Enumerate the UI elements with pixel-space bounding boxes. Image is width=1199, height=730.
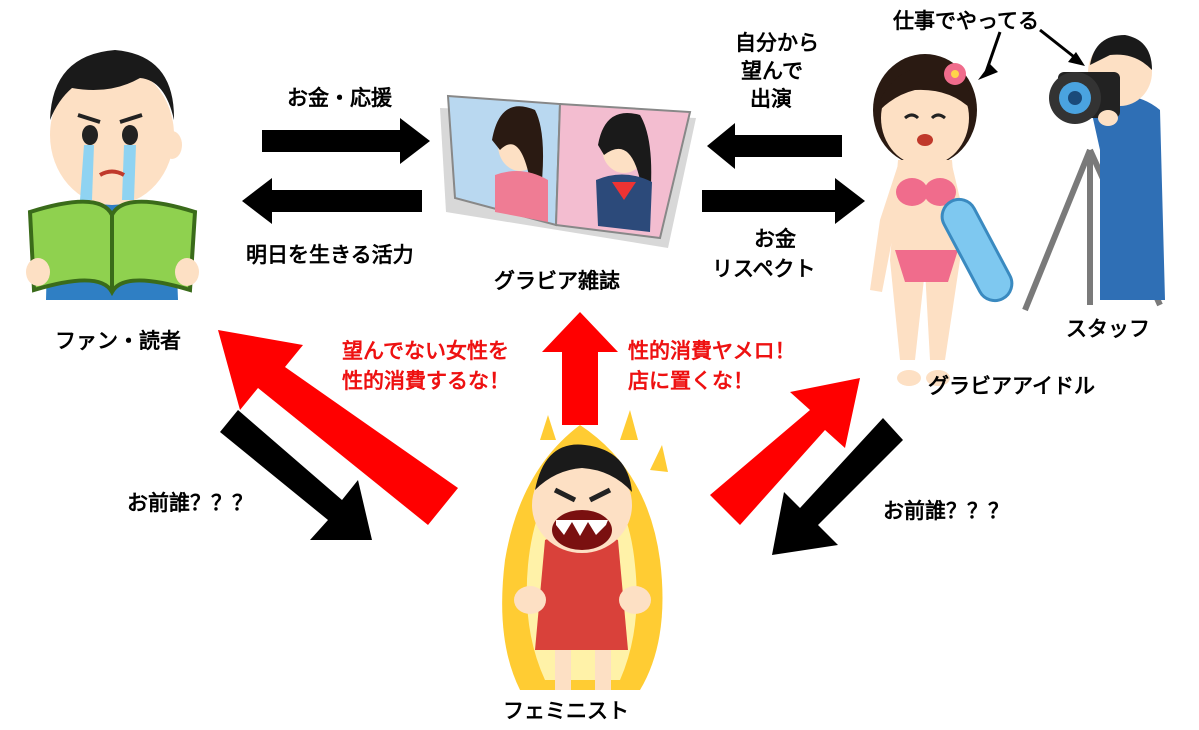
label-idol-reply: お前誰？？？ [883, 499, 1009, 523]
label-staff-note: 仕事でやってる [892, 9, 1039, 33]
arrow-feminist-to-magazine [542, 312, 618, 425]
label-protest-fan-2: 性的消費するな！ [342, 369, 510, 393]
label-magazine-to-fan: 明日を生きる活力 [246, 243, 414, 267]
arrow-fan-to-feminist [220, 410, 372, 540]
label-fan: ファン・読者 [55, 329, 181, 353]
label-protest-magazine-1: 性的消費ヤメロ！ [628, 339, 796, 363]
label-idol-to-magazine-2: 望んで [741, 59, 803, 83]
labels: ファン・読者 グラビア雑誌 グラビアアイドル スタッフ フェミニスト お金・応援… [55, 9, 1150, 723]
arrow-staff-note-right [1039, 28, 1079, 62]
arrow-staff-note-right-head [1068, 52, 1085, 66]
arrow-magazine-to-idol [702, 178, 865, 224]
arrow-fan-to-magazine [262, 118, 430, 164]
label-staff: スタッフ [1066, 317, 1150, 341]
arrow-feminist-to-idol [710, 378, 860, 525]
idol-illustration [870, 54, 1014, 386]
arrow-idol-to-magazine [707, 123, 842, 169]
label-magazine-to-idol-1: お金 [754, 227, 797, 251]
fan-illustration [26, 50, 199, 300]
arrow-magazine-to-fan [242, 178, 422, 224]
arrows [218, 28, 1085, 555]
label-idol-to-magazine-3: 出演 [750, 87, 792, 111]
label-idol-to-magazine-1: 自分から [735, 31, 819, 55]
arrow-idol-to-feminist [772, 418, 903, 555]
label-protest-magazine-2: 店に置くな！ [628, 369, 754, 393]
label-magazine-to-idol-2: リスペクト [712, 257, 816, 281]
feminist-illustration [502, 410, 668, 690]
label-idol: グラビアアイドル [928, 374, 1095, 398]
label-protest-fan-1: 望んでない女性を [342, 339, 509, 363]
protest-labels: 望んでない女性を 性的消費するな！ 性的消費ヤメロ！ 店に置くな！ [342, 339, 796, 393]
label-magazine: グラビア雑誌 [494, 269, 620, 293]
label-fan-to-magazine: お金・応援 [287, 86, 393, 110]
arrow-feminist-to-fan [218, 330, 458, 525]
label-feminist: フェミニスト [503, 699, 629, 723]
staff-illustration [1022, 35, 1165, 312]
arrow-staff-note-left-head [978, 64, 998, 80]
label-fan-reply: お前誰？？？ [127, 491, 253, 515]
magazine-illustration [440, 94, 696, 248]
